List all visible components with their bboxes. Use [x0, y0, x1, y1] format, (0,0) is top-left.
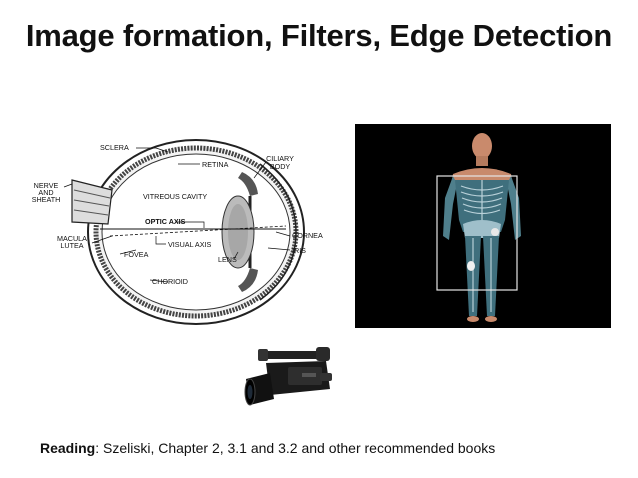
xray-frame [436, 175, 518, 291]
label-chorioid: CHORIOID [152, 277, 188, 286]
label-nerve-1: NERVE [34, 181, 59, 190]
label-nerve-2: AND [38, 188, 53, 197]
label-cornea: CORNEA [292, 231, 323, 240]
label-macula-1: MACULA [57, 234, 87, 243]
label-sclera: SCLERA [100, 143, 129, 152]
cornea-shape [259, 163, 297, 301]
camcorder-icon [244, 347, 332, 406]
label-iris: IRIS [292, 246, 306, 255]
left-arm [443, 176, 457, 240]
label-ciliary-2: BODY [270, 162, 291, 171]
label-retina: RETINA [202, 160, 229, 169]
visual-axis-line [109, 225, 287, 237]
label-visual-axis: VISUAL AXIS [168, 240, 211, 249]
eye-anatomy-diagram: SCLERA RETINA CILIARY BODY NERVE AND SHE… [32, 139, 323, 325]
optic-nerve [71, 179, 113, 225]
ciliary-body [238, 172, 258, 196]
head [472, 133, 492, 159]
reading-label: Reading [40, 440, 96, 456]
label-lens: LENS [218, 255, 237, 264]
label-fovea: FOVEA [124, 250, 149, 259]
label-ciliary-1: CILIARY [266, 154, 294, 163]
label-vitreous: VITREOUS CAVITY [143, 192, 207, 201]
reading-note: Reading: Szeliski, Chapter 2, 3.1 and 3.… [40, 440, 495, 456]
label-optic-axis: OPTIC AXIS [145, 217, 186, 226]
body-xray-image [355, 124, 611, 328]
slide-title: Image formation, Filters, Edge Detection [25, 18, 613, 53]
reading-text: : Szeliski, Chapter 2, 3.1 and 3.2 and o… [95, 440, 496, 456]
label-nerve-3: SHEATH [32, 195, 61, 204]
label-macula-2: LUTEA [60, 241, 83, 250]
